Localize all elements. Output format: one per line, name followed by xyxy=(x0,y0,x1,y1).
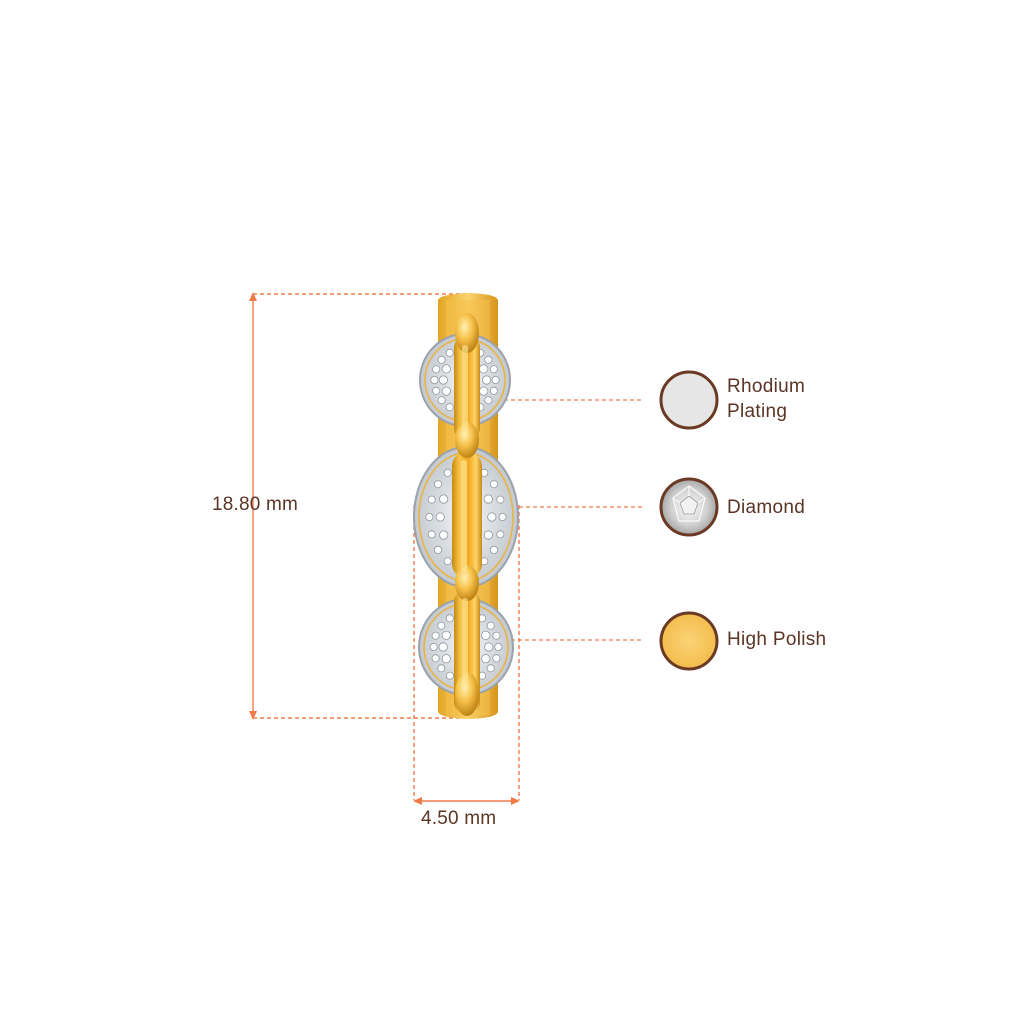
pave-stone xyxy=(443,468,452,477)
width-dimension-label: 4.50 mm xyxy=(421,808,497,829)
pave-stone xyxy=(429,643,438,652)
gold-swatch-icon xyxy=(659,611,719,671)
pave-stone xyxy=(489,365,498,374)
diamond-pave-stones xyxy=(425,348,507,680)
pave-stone xyxy=(483,530,493,540)
pave-stone xyxy=(484,642,494,652)
pave-stone xyxy=(443,557,452,566)
pave-stone xyxy=(479,364,489,374)
pave-stone xyxy=(432,386,441,395)
pave-stone xyxy=(481,375,492,385)
pave-stone xyxy=(438,375,448,385)
pave-stone xyxy=(486,664,495,673)
pave-stone xyxy=(427,495,436,504)
pave-stone xyxy=(479,386,489,396)
pave-stone xyxy=(445,614,454,623)
height-dimension-label: 18.80 mm xyxy=(212,494,299,515)
rhodium-swatch-icon xyxy=(659,370,719,430)
width-dimension-line xyxy=(413,505,520,805)
pave-stone xyxy=(494,643,503,652)
pave-stone xyxy=(496,495,505,504)
pave-stone xyxy=(437,396,446,405)
pave-stone xyxy=(483,494,493,504)
pave-stone xyxy=(489,386,498,395)
pave-stone xyxy=(439,494,449,504)
legend-leader-lines xyxy=(490,399,642,641)
legend-label-rhodium: Rhodium Plating xyxy=(727,376,806,422)
pave-stone xyxy=(498,513,507,522)
pave-stone xyxy=(427,530,436,539)
pave-stone xyxy=(441,654,451,664)
pave-stone xyxy=(433,480,442,489)
pave-stone xyxy=(425,513,434,522)
pave-stone xyxy=(481,630,491,640)
pave-stone xyxy=(437,355,446,364)
pave-stone xyxy=(432,365,441,374)
pave-stone xyxy=(489,545,498,554)
pave-stone xyxy=(431,654,440,663)
pave-stone xyxy=(441,364,451,374)
pave-stone xyxy=(439,530,449,540)
pave-stone xyxy=(487,512,497,522)
height-dimension-line xyxy=(249,292,470,720)
pave-stone xyxy=(492,654,501,663)
pave-stone xyxy=(445,671,454,680)
pave-stone xyxy=(484,355,493,364)
legend-label-diamond: Diamond xyxy=(727,497,806,518)
pave-stone xyxy=(437,621,446,630)
pave-stone xyxy=(437,664,446,673)
pave-stone xyxy=(441,386,451,396)
pave-stone xyxy=(492,631,501,640)
diamond-swatch-icon xyxy=(659,477,719,537)
pave-stone xyxy=(445,348,454,357)
pave-stone xyxy=(441,630,451,640)
pave-stone xyxy=(486,621,495,630)
pave-stone xyxy=(438,642,448,652)
pave-stone xyxy=(433,545,442,554)
pave-stone xyxy=(430,375,439,384)
legend-label-polish: High Polish xyxy=(727,629,827,650)
pave-stone xyxy=(484,396,493,405)
gold-chain-center xyxy=(452,313,482,716)
pave-stone xyxy=(445,403,454,412)
pave-stone xyxy=(431,631,440,640)
pave-stone xyxy=(491,375,500,384)
pave-stone xyxy=(496,530,505,539)
pave-stone xyxy=(489,480,498,489)
pave-stone xyxy=(435,512,445,522)
pave-stone xyxy=(481,654,491,664)
